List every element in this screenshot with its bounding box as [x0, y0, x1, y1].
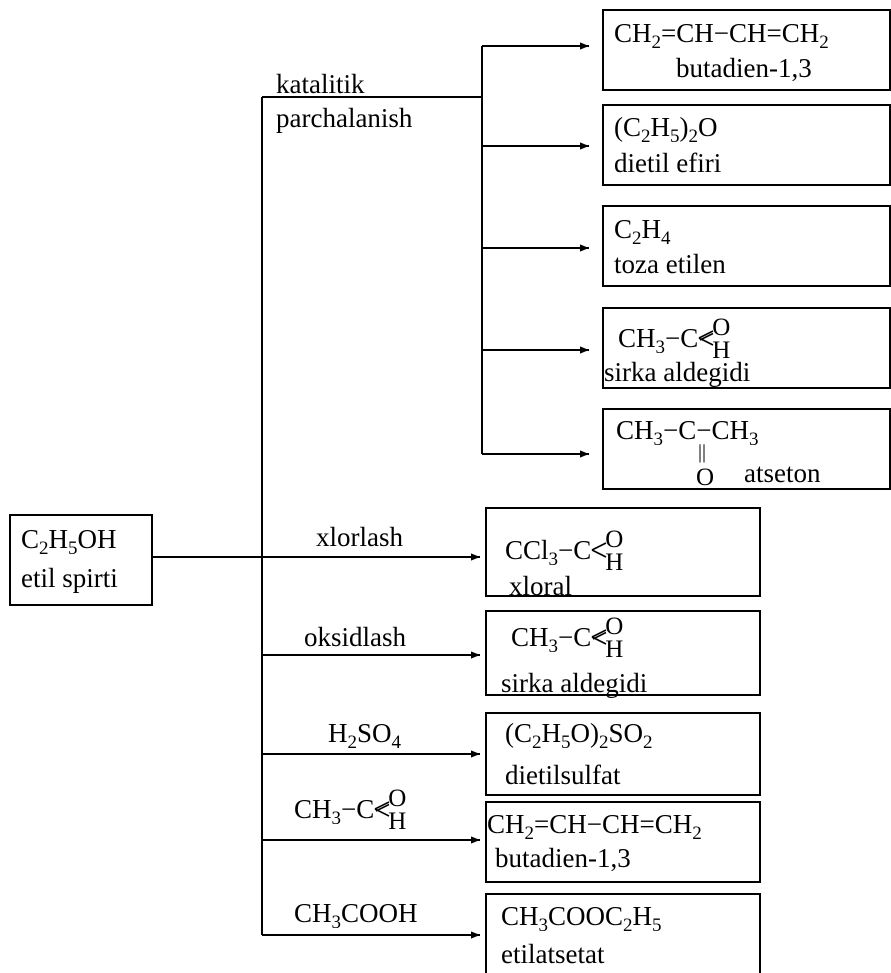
source-box: C2H5OH etil spirti	[9, 514, 153, 606]
source-formula: C2H5OH	[21, 524, 117, 559]
product-name: xloral	[509, 571, 572, 601]
carbonyl-double-bond: ||	[698, 441, 707, 463]
product-name: sirka aldegidi	[604, 357, 751, 387]
product-formula: CH2=CH−CH=CH2	[614, 18, 829, 53]
product-name: dietil efiri	[614, 148, 722, 178]
product-name: butadien-1,3	[495, 843, 631, 873]
product-formula: C2H4	[614, 214, 671, 249]
source-name: etil spirti	[21, 563, 118, 593]
product-name: butadien-1,3	[676, 53, 812, 83]
product-box-ethylacetate: CH3COOC2H5 etilatsetat	[485, 893, 761, 973]
product-name: toza etilen	[614, 249, 726, 279]
product-formula: (C2H5)2O	[614, 112, 718, 147]
product-formula: (C2H5O)2SO2	[505, 718, 653, 753]
label-chlorination: xlorlash	[316, 522, 403, 552]
product-box-ethylene: C2H4 toza etilen	[602, 205, 891, 287]
label-oxidation: oksidlash	[304, 622, 407, 652]
label-sulfuric-acid: H2SO4	[328, 718, 402, 753]
product-formula: CH3COOC2H5	[501, 901, 662, 936]
product-box-diethylsulfate: (C2H5O)2SO2 dietilsulfat	[485, 712, 761, 796]
product-name: sirka aldegidi	[501, 668, 648, 698]
product-name: atseton	[744, 458, 821, 488]
product-name: etilatsetat	[501, 939, 605, 969]
carbonyl-oxygen: O	[696, 464, 715, 491]
product-name: dietilsulfat	[505, 760, 621, 790]
label-catalytic: katalitik parchalanish	[276, 69, 413, 133]
product-box-acetone: CH3−C−CH3 || O atseton	[602, 408, 891, 490]
product-formula: CH3−C−CH3	[616, 415, 759, 450]
product-box-butadiene-2: CH2=CH−CH=CH2 butadien-1,3	[485, 801, 761, 883]
product-box-diethyl-ether: (C2H5)2O dietil efiri	[602, 104, 891, 186]
label-acetic-acid: CH3COOH	[294, 898, 418, 933]
product-box-butadiene-1: CH2=CH−CH=CH2 butadien-1,3	[602, 9, 891, 91]
product-formula: CH2=CH−CH=CH2	[487, 809, 702, 844]
